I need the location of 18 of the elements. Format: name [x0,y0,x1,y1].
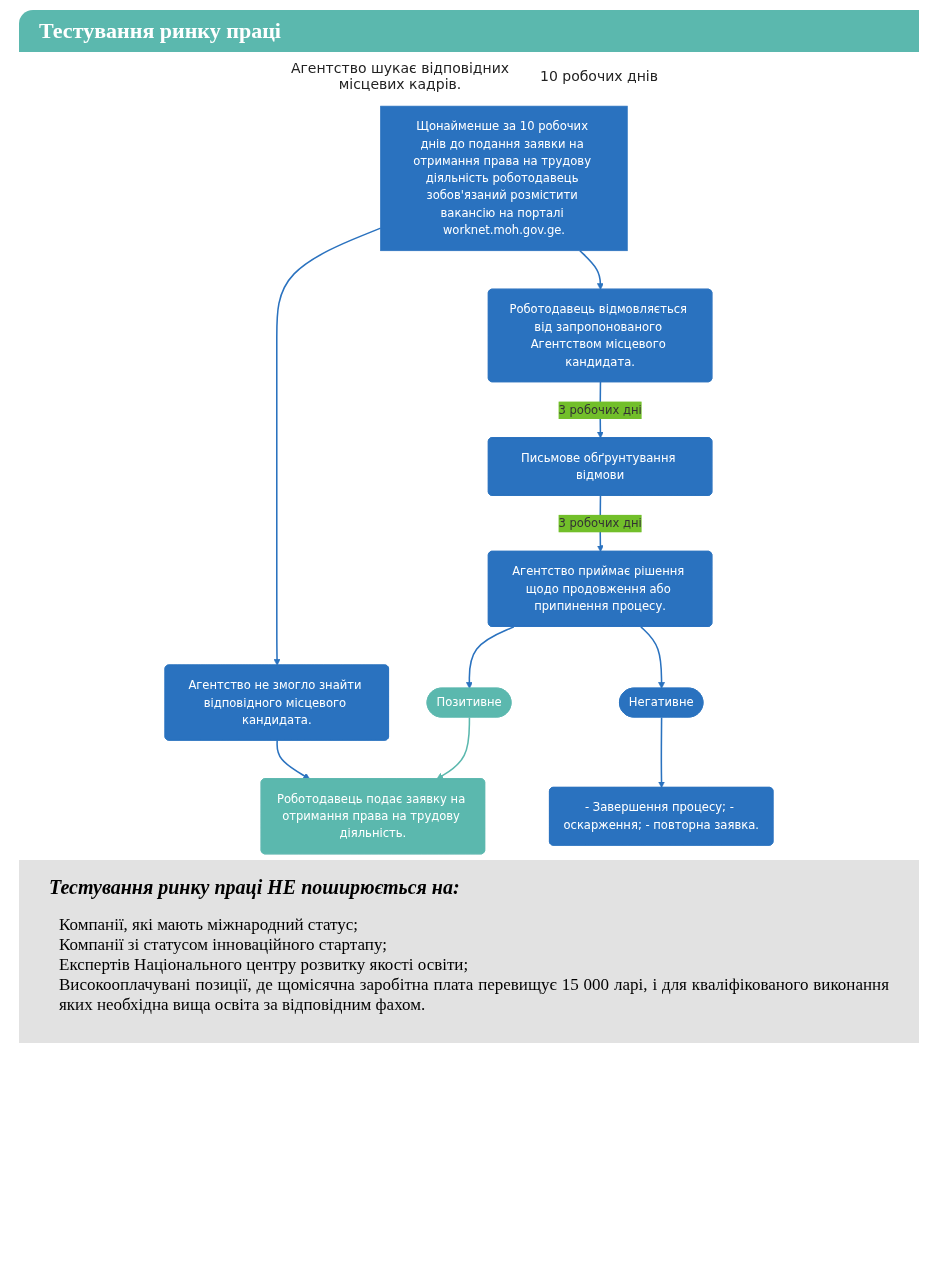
bullet-item: Компанії, які мають міжнародний статус; [59,915,360,935]
note-text: 10 робочих днів [540,68,658,84]
bullet-item: Високооплачувані позиції, де щомісячна заробітна плата перевищує 15 000 ларі, і для кваліфікованого виконання яких необхідна вища освіта за відповідним фахом. [59,975,889,1015]
title-banner: Тестування ринку праці [19,10,919,52]
edge-label: 3 робочих дні [558,402,642,417]
bullet-item: Експертів Національного центру розвитку якості освіти; [59,955,470,975]
arrow [466,626,515,689]
bullet-item: Компанії зі статусом інноваційного стартапу; [59,935,388,955]
note-text: Агентство шукає відповідних місцевих кадрів. [289,60,511,92]
arrow [273,227,382,666]
arrow [658,716,665,789]
node-box: Щонайменше за 10 робочих днів до подання заявки на отримання права на трудову діяльність роботодавець зобов'язаний розмістити вакансію на порталі worknet.moh.gov.ge. [380,105,628,252]
arrow [640,626,665,689]
list-heading: Тестування ринку праці НЕ поширюється на: [49,876,461,899]
arrow [436,716,471,780]
arrow [276,739,311,780]
edge-label: 3 робочих дні [558,516,642,531]
arrow [579,249,604,290]
